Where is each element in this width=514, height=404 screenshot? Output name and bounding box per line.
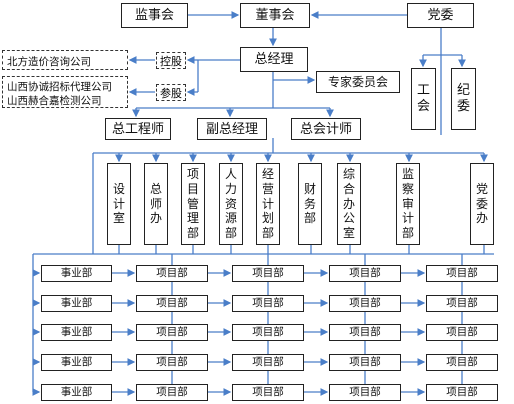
discipline-box: 纪委 xyxy=(451,68,476,130)
division-box: 事业部 xyxy=(41,265,112,282)
union-box: 工会 xyxy=(411,68,436,130)
department-box: 监察审计部 xyxy=(396,163,420,245)
project-department-box: 项目部 xyxy=(329,295,401,312)
supervisory-board-box: 监事会 xyxy=(121,3,188,28)
project-department-box: 项目部 xyxy=(232,384,304,401)
project-department-box: 项目部 xyxy=(426,384,498,401)
division-box: 事业部 xyxy=(41,354,112,371)
project-department-box: 项目部 xyxy=(232,324,304,341)
shareholding-relation-box: 参股 xyxy=(156,84,186,101)
project-department-box: 项目部 xyxy=(329,265,401,282)
department-box: 总师办 xyxy=(144,163,168,245)
expert-committee-box: 专家委员会 xyxy=(316,71,400,93)
project-department-box: 项目部 xyxy=(426,265,498,282)
board-of-directors-box: 董事会 xyxy=(240,3,310,28)
holding-relation-box: 控股 xyxy=(156,52,186,69)
deputy-gm-box: 副总经理 xyxy=(197,118,267,140)
chief-accountant-box: 总会计师 xyxy=(291,118,361,140)
party-committee-box: 党委 xyxy=(407,3,474,28)
department-box: 经营计划部 xyxy=(256,163,280,245)
project-department-box: 项目部 xyxy=(136,384,208,401)
project-department-box: 项目部 xyxy=(426,354,498,371)
project-department-box: 项目部 xyxy=(329,324,401,341)
department-box: 财务部 xyxy=(298,163,322,245)
project-department-box: 项目部 xyxy=(232,295,304,312)
division-box: 事业部 xyxy=(41,324,112,341)
division-box: 事业部 xyxy=(41,384,112,401)
chief-engineer-box: 总工程师 xyxy=(105,118,171,140)
project-department-box: 项目部 xyxy=(426,324,498,341)
project-department-box: 项目部 xyxy=(232,354,304,371)
company-xiecheng: 山西协诚招标代理公司 xyxy=(7,81,112,93)
project-department-box: 项目部 xyxy=(136,265,208,282)
project-department-box: 项目部 xyxy=(329,384,401,401)
project-department-box: 项目部 xyxy=(136,295,208,312)
project-department-box: 项目部 xyxy=(329,354,401,371)
external-company-group-top: 北方造价咨询公司 xyxy=(2,50,128,70)
external-company-group-bottom: 山西协诚招标代理公司 山西赫合嘉检测公司 xyxy=(2,76,128,108)
department-box: 项目管理部 xyxy=(181,163,205,245)
project-department-box: 项目部 xyxy=(232,265,304,282)
project-department-box: 项目部 xyxy=(136,324,208,341)
company-beifang: 北方造价咨询公司 xyxy=(7,56,91,68)
general-manager-box: 总经理 xyxy=(240,47,308,72)
department-box: 设计室 xyxy=(107,163,131,245)
department-box: 综合办公室 xyxy=(337,163,361,245)
project-department-box: 项目部 xyxy=(426,295,498,312)
department-box: 人力资源部 xyxy=(219,163,243,245)
project-department-box: 项目部 xyxy=(136,354,208,371)
company-hehejia: 山西赫合嘉检测公司 xyxy=(7,95,102,107)
department-box: 党委办 xyxy=(470,163,494,245)
division-box: 事业部 xyxy=(41,295,112,312)
